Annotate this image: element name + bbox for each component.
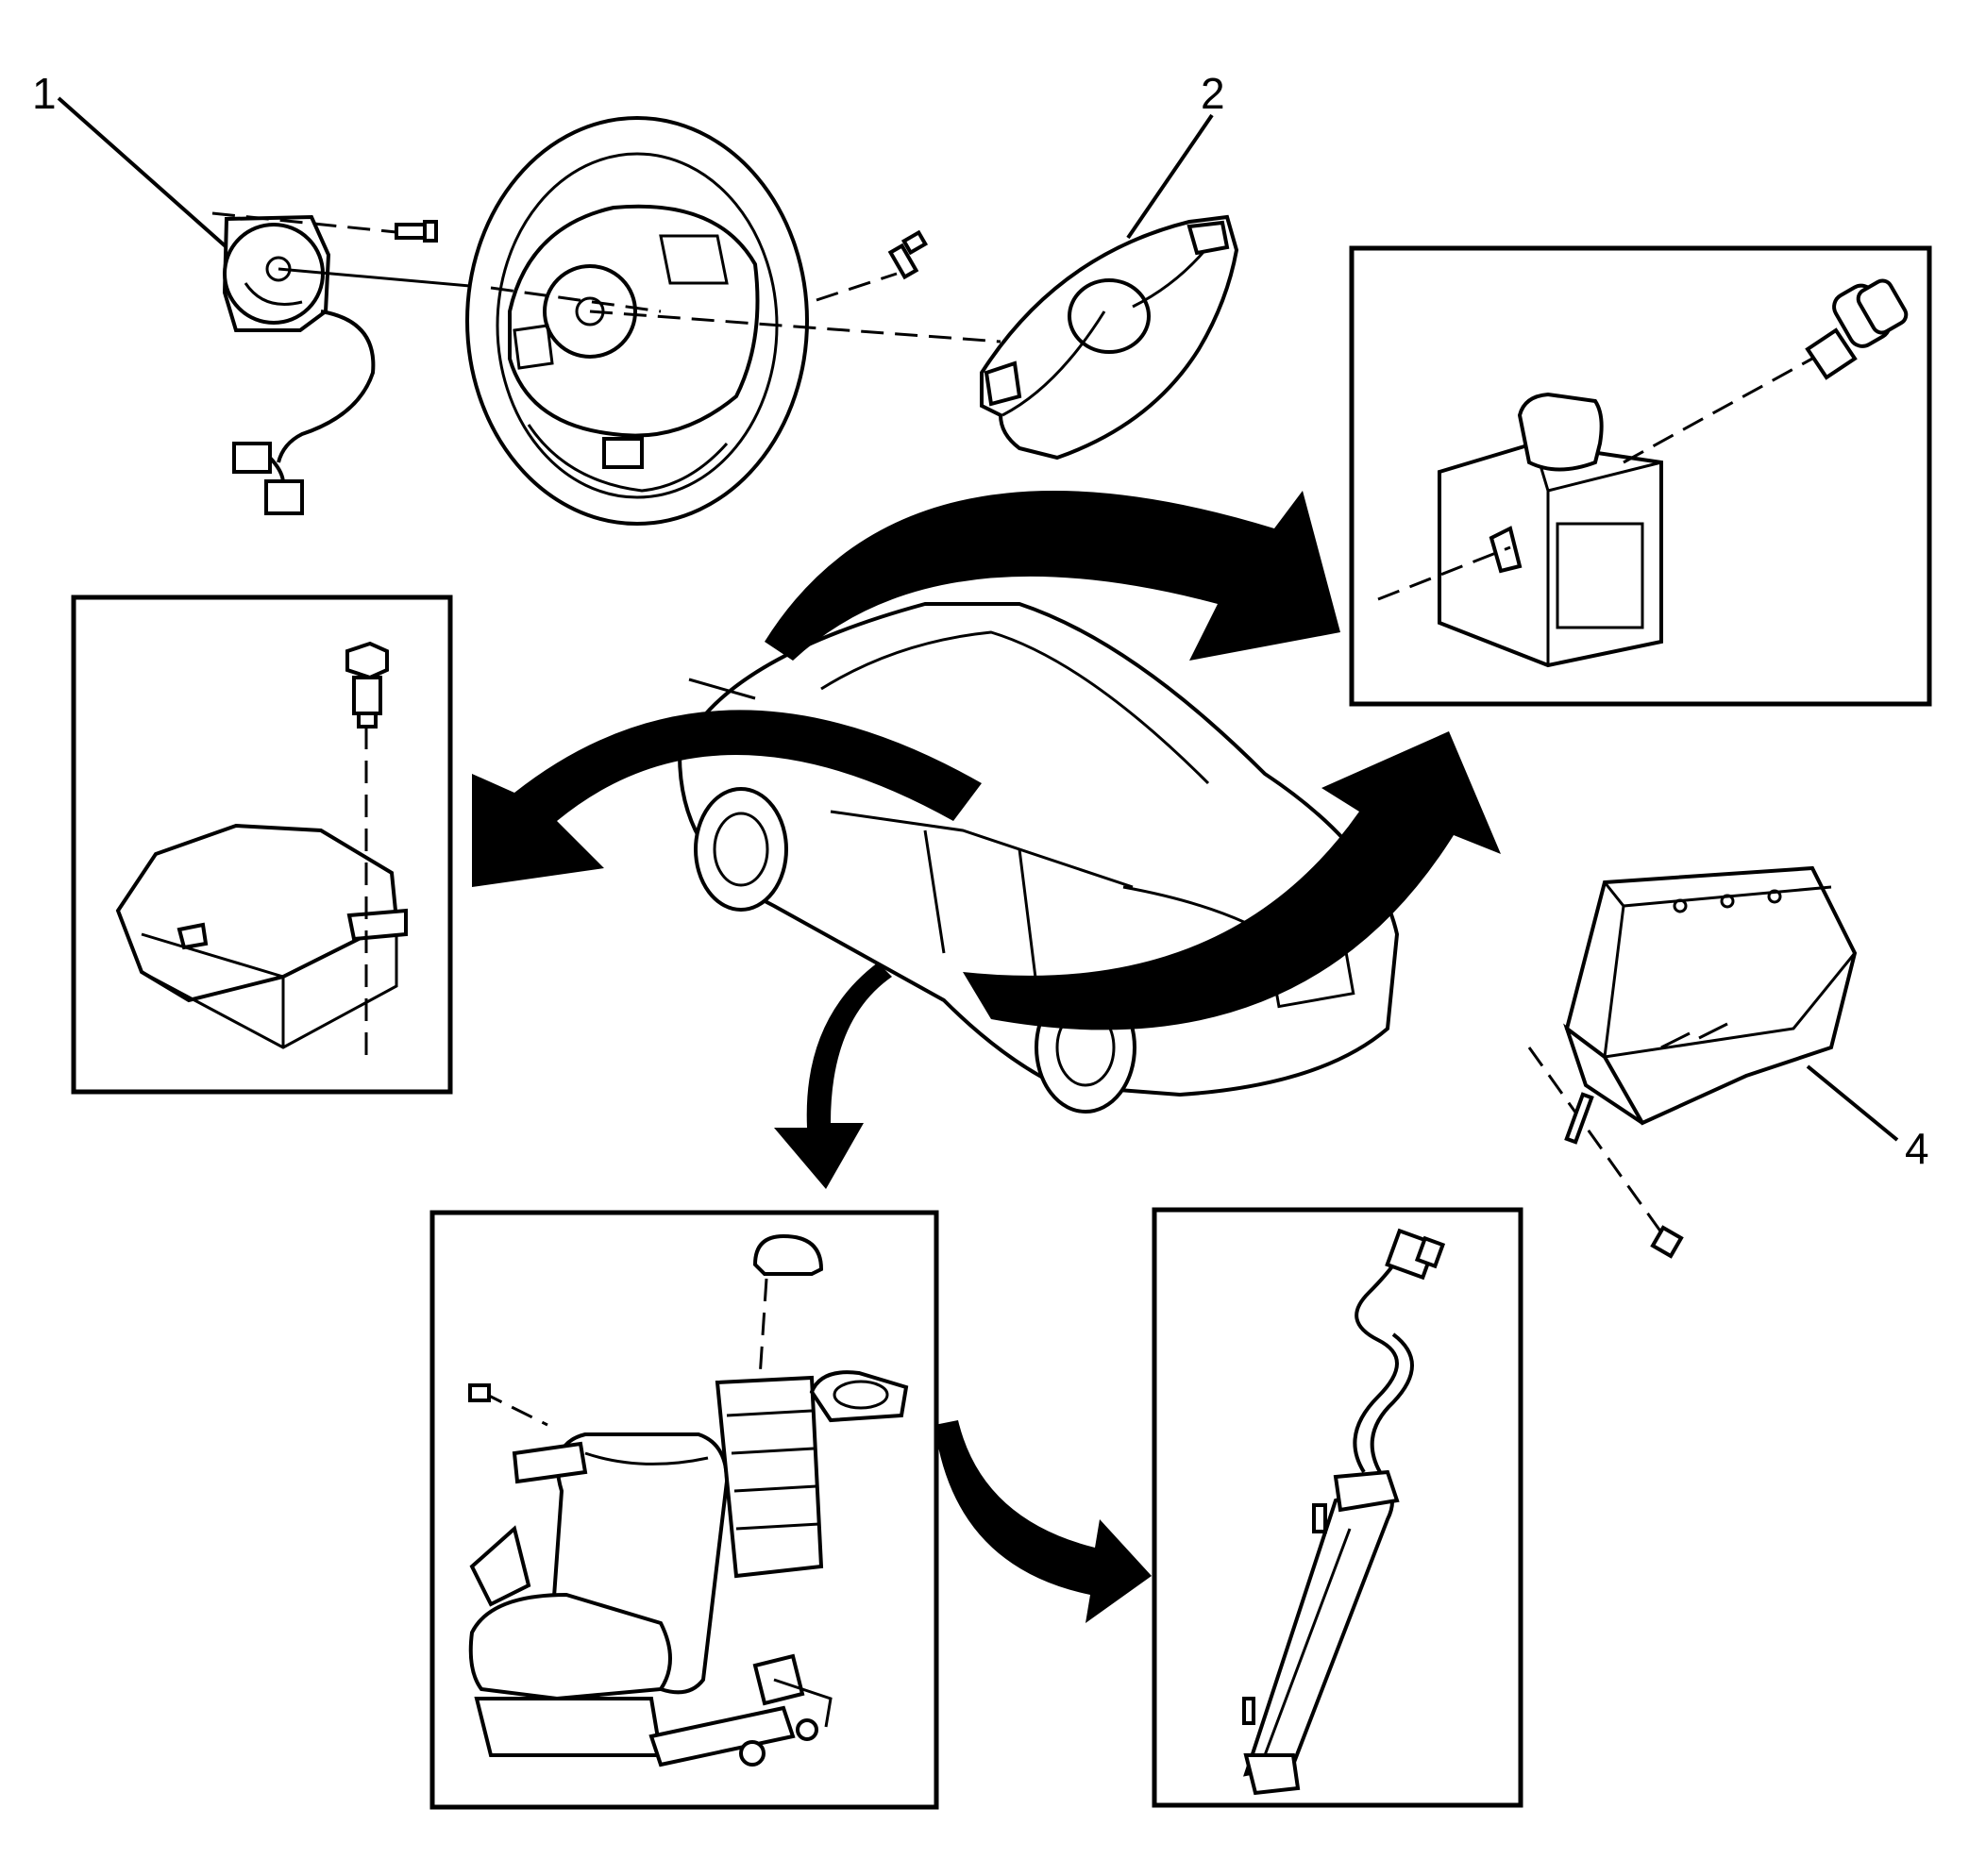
passenger-airbag-module	[1563, 865, 1858, 1126]
airbag-axis	[589, 310, 1001, 343]
arrow-to-roof-rail-airbag	[934, 1420, 1152, 1623]
sensor-upper-axis	[1623, 357, 1813, 464]
arrow-to-seat	[774, 963, 892, 1189]
callout-4: 4	[1905, 1124, 1929, 1173]
passenger-airbag-bolts	[1564, 1092, 1684, 1259]
steering-wheel-axis	[490, 286, 662, 313]
leader-line-1	[57, 96, 228, 249]
steering-wheel	[465, 116, 809, 526]
clock-spring-screw	[395, 220, 438, 243]
front-seat-assembly	[468, 1233, 909, 1767]
callout-2: 2	[1201, 69, 1225, 118]
leader-line-4	[1806, 1064, 1899, 1142]
sensing-diagnostic-module	[115, 823, 408, 1049]
leader-line-2	[1126, 113, 1214, 240]
arrow-to-passenger-airbag	[963, 731, 1501, 1030]
steering-wheel-screw	[887, 229, 929, 280]
sdm-bolt	[345, 641, 389, 729]
sensor-bolt-axis	[1377, 545, 1511, 601]
callout-1: 1	[32, 69, 57, 118]
vehicle	[677, 602, 1400, 1114]
clock-spring	[222, 214, 376, 515]
passenger-airbag-bolt-axis	[1527, 1047, 1673, 1247]
clock-spring-steering-axis	[278, 267, 492, 290]
arrow-to-sdm	[472, 710, 982, 887]
side-impact-sensor	[1438, 392, 1663, 668]
arrow-to-side-impact-sensor	[765, 491, 1340, 661]
sensor-bolt	[1805, 278, 1909, 380]
clock-spring-screw-axis	[211, 211, 397, 234]
curtain-side-airbag-module	[1242, 1228, 1446, 1796]
wheel-screw-axis	[816, 272, 898, 302]
driver-airbag-module	[980, 214, 1239, 461]
